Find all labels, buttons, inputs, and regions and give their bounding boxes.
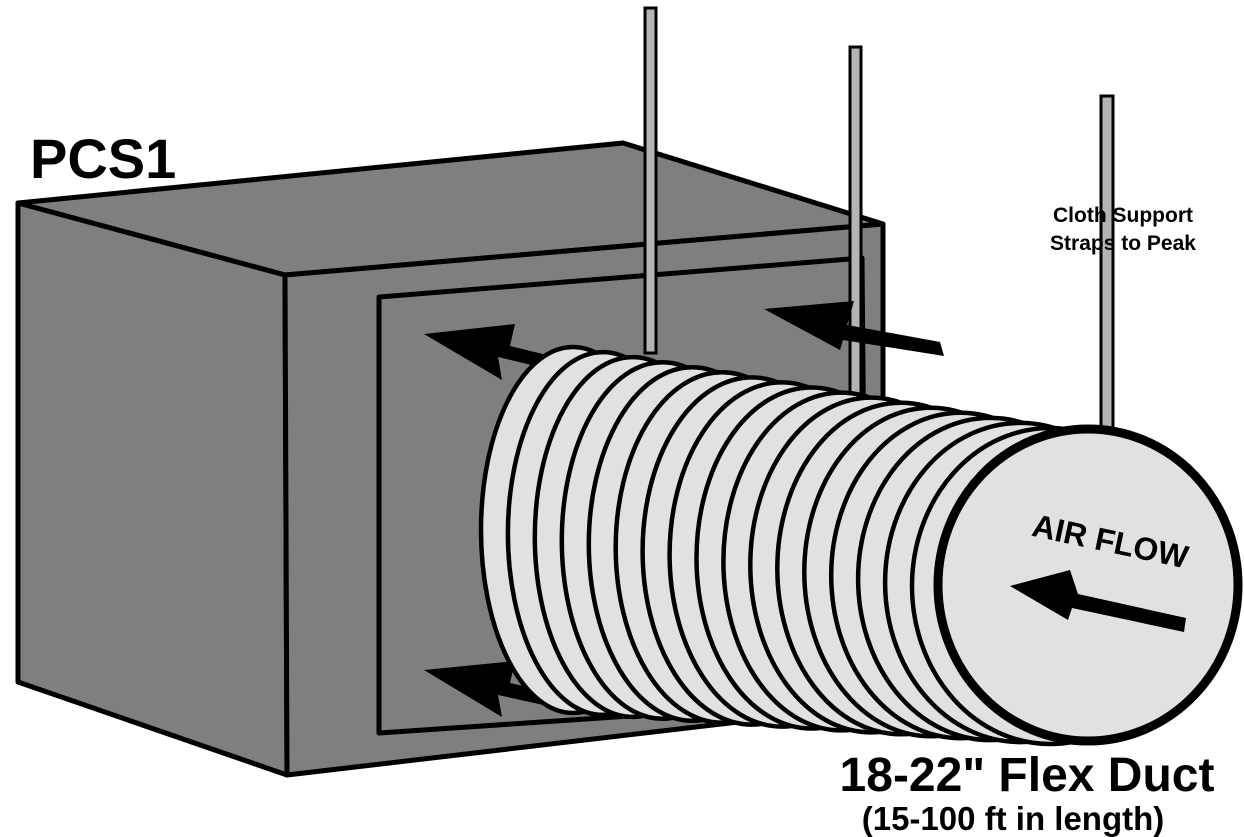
arrow-icon [764, 301, 944, 356]
strap-label-line1: Cloth Support [1053, 204, 1193, 227]
duct-length-label: (15-100 ft in length) [862, 800, 1165, 837]
support-strap [643, 6, 658, 355]
arrow-icon [1010, 570, 1186, 632]
unit-label: PCS1 [30, 127, 176, 190]
strap-label-line2: Straps to Peak [1050, 232, 1196, 255]
duct-label: 18-22" Flex Duct [840, 749, 1215, 802]
duct-end: AIR FLOW [933, 424, 1243, 746]
box-left-face [15, 200, 290, 778]
support-strap [1099, 94, 1115, 444]
duct-end-cap [933, 424, 1243, 746]
